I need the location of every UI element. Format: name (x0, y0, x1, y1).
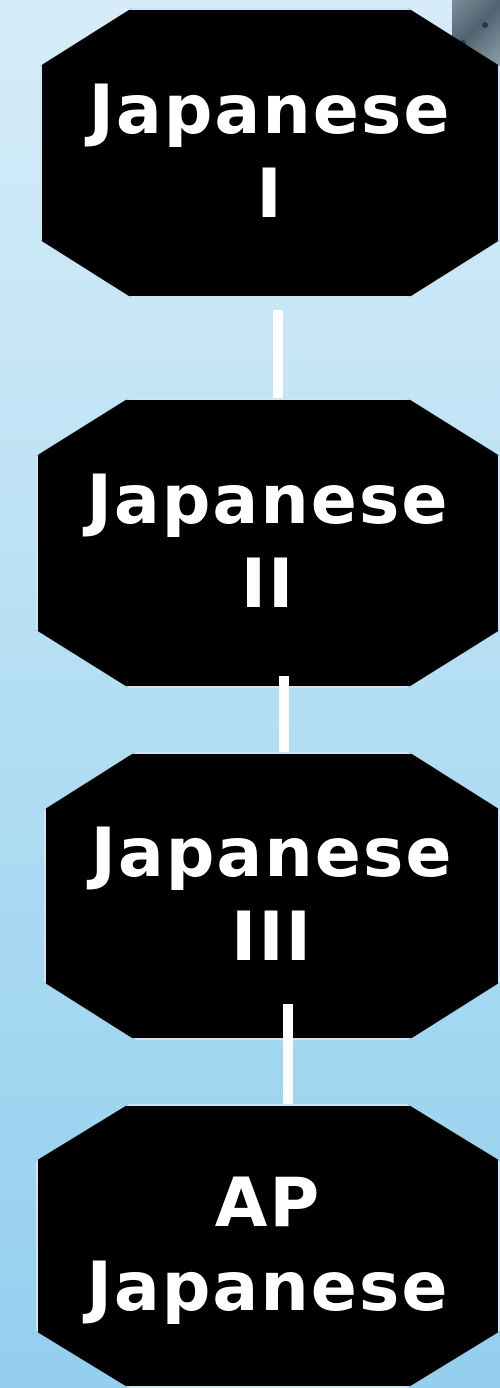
flow-node-japanese-3: Japanese III (44, 752, 500, 1040)
node-label: Japanese III (90, 814, 454, 977)
arrow-shaft (283, 1004, 293, 1104)
node-label: Japanese II (86, 461, 450, 624)
node-label: AP Japanese (86, 1164, 450, 1327)
node-label: Japanese I (88, 71, 452, 234)
flow-node-japanese-1: Japanese I (40, 8, 500, 298)
arrow-shaft (279, 676, 289, 768)
flow-arrow-3-to-4 (268, 1004, 308, 1108)
flow-node-japanese-2: Japanese II (36, 398, 500, 688)
flow-node-ap-japanese: AP Japanese (36, 1104, 500, 1388)
arrow-shaft (273, 310, 283, 406)
